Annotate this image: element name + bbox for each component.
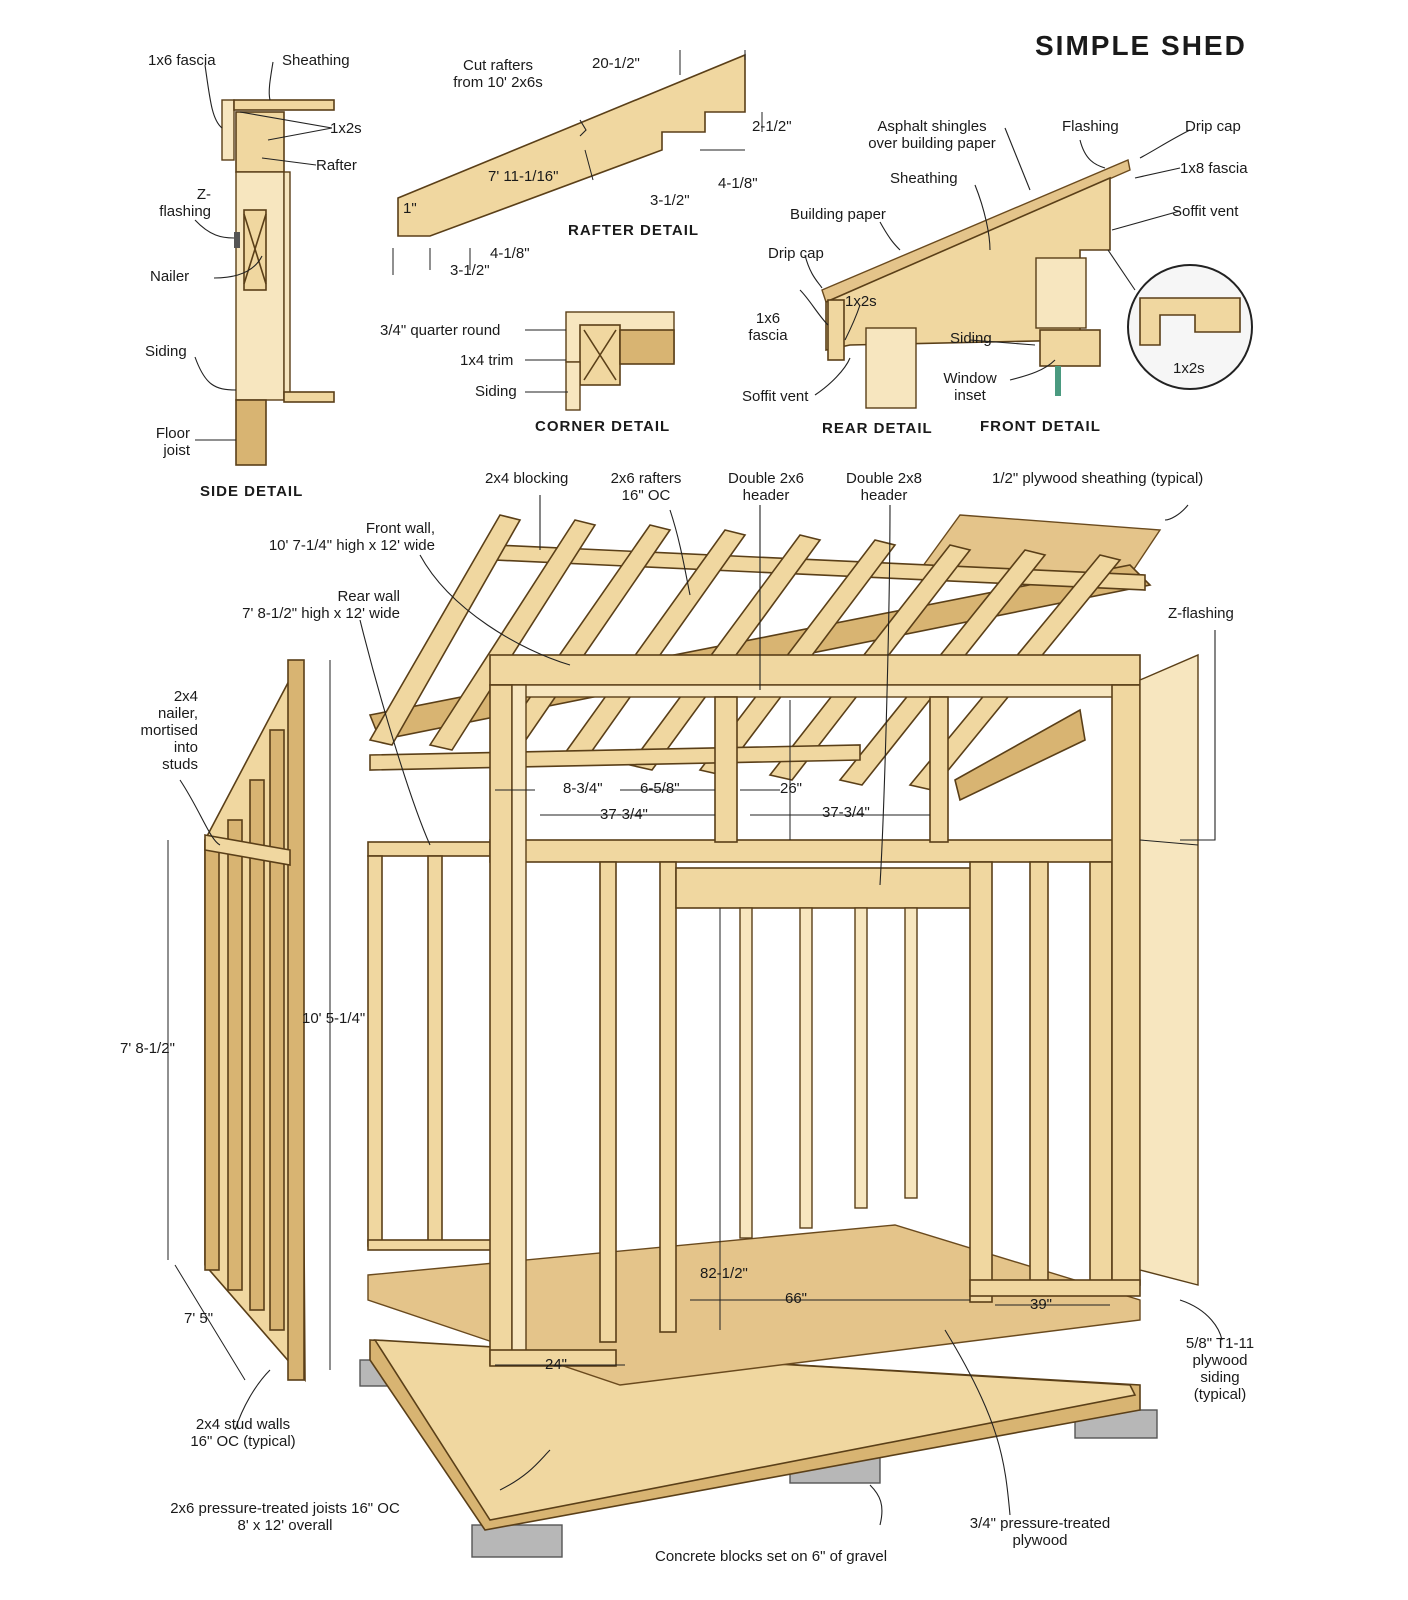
dim-39: 39" bbox=[1030, 1296, 1053, 1313]
dim-82-1-2: 82-1/2" bbox=[700, 1265, 748, 1282]
dim-4-1-8-a: 4-1/8" bbox=[718, 175, 758, 192]
rear-detail-title: REAR DETAIL bbox=[822, 420, 933, 437]
1x2s-side-label: 1x2s bbox=[330, 120, 362, 137]
front-wall-label: Front wall, 10' 7-1/4" high x 12' wide bbox=[268, 520, 435, 554]
rafters-oc-label: 2x6 rafters 16" OC bbox=[610, 470, 682, 504]
quarter-round-label: 3/4" quarter round bbox=[380, 322, 501, 339]
trim-1x4-label: 1x4 trim bbox=[460, 352, 514, 369]
window-inset-label: Window inset bbox=[943, 370, 997, 404]
dim-66: 66" bbox=[785, 1290, 808, 1307]
left-side-wall-drawing bbox=[204, 659, 306, 1383]
nailer-2x4-label: 2x4 nailer, mortised into studs bbox=[140, 688, 198, 773]
dim-10-5-1-4: 10' 5-1/4" bbox=[302, 1010, 366, 1027]
dim-1: 1" bbox=[403, 200, 417, 217]
z-flashing-side-label: Z- flashing bbox=[159, 186, 211, 220]
leader-lines bbox=[179, 61, 1223, 1526]
rafter-detail-drawing bbox=[392, 50, 763, 275]
corner-detail-drawing bbox=[565, 311, 675, 411]
plywood-sheathing-label: 1/2" plywood sheathing (typical) bbox=[992, 470, 1204, 487]
dim-7-11: 7' 11-1/16" bbox=[488, 168, 559, 185]
blocking-label: 2x4 blocking bbox=[485, 470, 569, 487]
dim-2-1-2: 2-1/2" bbox=[752, 118, 792, 135]
joists-label: 2x6 pressure-treated joists 16" OC 8' x … bbox=[170, 1500, 400, 1534]
page-title: SIMPLE SHED bbox=[1035, 30, 1247, 61]
siding-corner-label: Siding bbox=[475, 383, 517, 400]
asphalt-shingles-label: Asphalt shingles over building paper bbox=[868, 118, 996, 152]
fascia-1x8-label: 1x8 fascia bbox=[1180, 160, 1248, 177]
soffit-vent-rear-label: Soffit vent bbox=[742, 388, 809, 405]
corner-detail-title: CORNER DETAIL bbox=[535, 418, 671, 435]
rafter-detail-title: RAFTER DETAIL bbox=[568, 222, 700, 239]
dim-24: 24" bbox=[545, 1356, 568, 1373]
rear-wall-label: Rear wall 7' 8-1/2" high x 12' wide bbox=[242, 588, 400, 622]
floor-joist-label: Floor joist bbox=[155, 425, 190, 459]
dim-3-1-2-a: 3-1/2" bbox=[650, 192, 690, 209]
dim-3-1-2-b: 3-1/2" bbox=[450, 262, 490, 279]
rear-front-detail-drawing bbox=[821, 159, 1253, 409]
header-2x8-label: Double 2x8 header bbox=[846, 470, 922, 504]
dim-6-5-8: 6-5/8" bbox=[640, 780, 680, 797]
dim-37-3-4-a: 37-3/4" bbox=[600, 806, 648, 823]
t111-siding-label: 5/8" T1-11 plywood siding (typical) bbox=[1185, 1335, 1255, 1403]
sheathing-front-label: Sheathing bbox=[890, 170, 958, 187]
cut-rafters-label: Cut rafters from 10' 2x6s bbox=[453, 57, 543, 91]
dimension-lines bbox=[167, 660, 1110, 1381]
drip-cap-rear-label: Drip cap bbox=[768, 245, 824, 262]
dim-37-3-4-b: 37-3/4" bbox=[822, 804, 870, 821]
dim-26: 26" bbox=[780, 780, 803, 797]
dim-4-1-8-b: 4-1/8" bbox=[490, 245, 530, 262]
rear-wall-drawing bbox=[367, 841, 499, 1251]
sheathing-side-label: Sheathing bbox=[282, 52, 350, 69]
stud-walls-label: 2x4 stud walls 16" OC (typical) bbox=[190, 1416, 296, 1450]
flashing-label: Flashing bbox=[1062, 118, 1119, 135]
floor-platform-drawing bbox=[359, 1224, 1158, 1558]
nailer-side-label: Nailer bbox=[150, 268, 190, 285]
dim-7-8-1-2: 7' 8-1/2" bbox=[120, 1040, 175, 1057]
front-wall-drawing bbox=[489, 654, 1141, 1367]
1x2s-circle-label: 1x2s bbox=[1173, 360, 1205, 377]
dim-8-3-4: 8-3/4" bbox=[563, 780, 603, 797]
1x2s-rear-label: 1x2s bbox=[845, 293, 877, 310]
concrete-blocks-label: Concrete blocks set on 6" of gravel bbox=[655, 1548, 888, 1565]
front-detail-title: FRONT DETAIL bbox=[980, 418, 1101, 435]
drip-cap-top-label: Drip cap bbox=[1185, 118, 1241, 135]
dim-7-5: 7' 5" bbox=[184, 1310, 214, 1327]
fascia-1x6-label: 1x6 fascia bbox=[148, 52, 216, 69]
rafter-side-label: Rafter bbox=[316, 157, 357, 174]
soffit-vent-front-label: Soffit vent bbox=[1172, 203, 1239, 220]
siding-front-label: Siding bbox=[950, 330, 992, 347]
header-2x6-label: Double 2x6 header bbox=[728, 470, 804, 504]
side-detail-drawing bbox=[221, 99, 335, 466]
fascia-1x6-rear-label: 1x6 fascia bbox=[748, 310, 788, 344]
building-paper-label: Building paper bbox=[790, 206, 886, 223]
side-detail-title: SIDE DETAIL bbox=[200, 483, 304, 500]
right-siding-panel-drawing bbox=[1139, 653, 1199, 1286]
z-flashing-main-label: Z-flashing bbox=[1168, 605, 1234, 622]
pt-plywood-label: 3/4" pressure-treated plywood bbox=[969, 1515, 1111, 1549]
siding-side-label: Siding bbox=[145, 343, 187, 360]
dim-20-1-2: 20-1/2" bbox=[592, 55, 640, 72]
